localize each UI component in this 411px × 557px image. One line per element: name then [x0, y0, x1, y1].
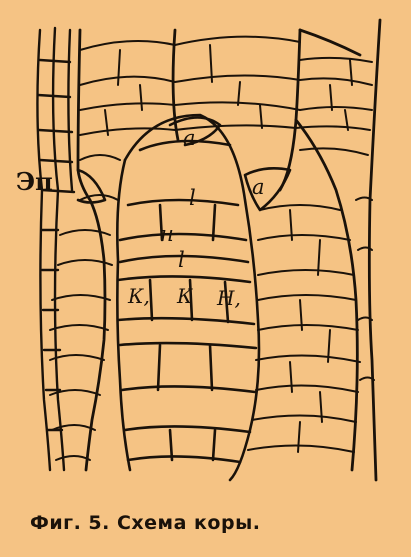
label-k1-left: К,: [128, 284, 150, 308]
label-n1-right: Н,: [217, 286, 241, 310]
epidermis-layer: [36, 26, 76, 472]
label-a-left: a: [183, 126, 196, 150]
figure-caption: Фиг. 5. Схема коры.: [30, 512, 261, 534]
tissue-boundaries: [76, 18, 382, 482]
label-a-right: a: [252, 175, 265, 199]
label-k-center: К: [177, 284, 193, 308]
upper-cell-rows: [79, 35, 373, 161]
bark-schematic-figure: Эп a a l н l К, К Н,: [16, 18, 382, 482]
label-epidermis: Эп: [16, 167, 53, 196]
cell-structure-drawing: [36, 18, 382, 482]
label-l-upper: l: [189, 186, 196, 210]
label-l-lower: l: [178, 248, 185, 272]
label-n-upper: н: [160, 222, 174, 246]
phloem-wedges: [76, 116, 292, 212]
central-lens-region: [116, 113, 261, 482]
left-cell-column: [49, 194, 119, 461]
right-cell-column: [247, 196, 375, 453]
